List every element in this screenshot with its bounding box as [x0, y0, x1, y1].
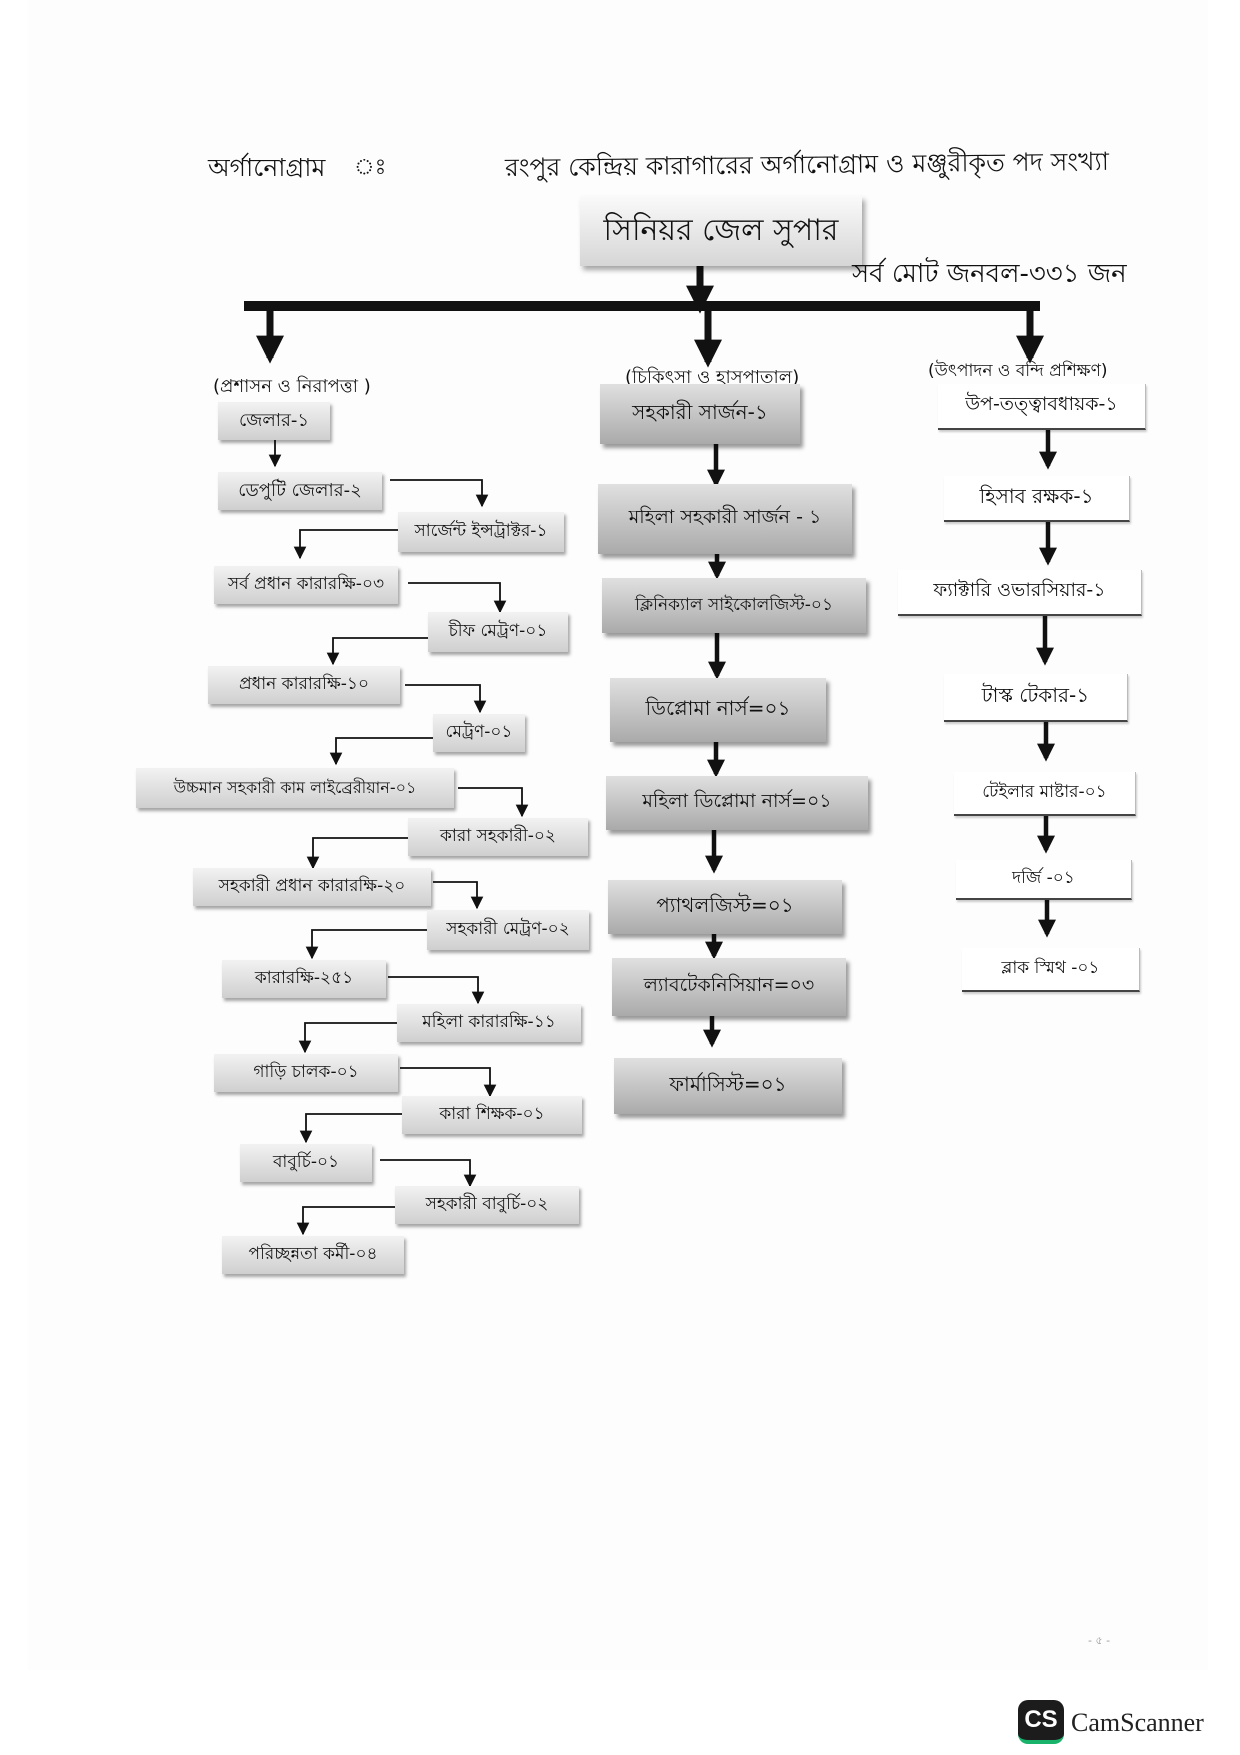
post-jail-assistant: কারা সহকারী-০২ [408, 818, 588, 856]
post-chief-head-warder: সর্ব প্রধান কারারক্ষি-০৩ [214, 566, 398, 604]
post-warder: কারারক্ষি-২৫১ [222, 960, 386, 998]
post-accountant: হিসাব রক্ষক-১ [944, 476, 1130, 522]
post-driver: গাড়ি চালক-০১ [214, 1054, 398, 1092]
post-chief-matron: চীফ মেট্রণ-০১ [428, 612, 568, 652]
post-uda-librarian: উচ্চমান সহকারী কাম লাইব্রেরীয়ান-০১ [136, 768, 454, 808]
total-manpower: সর্ব মোট জনবল-৩৩১ জন [852, 259, 1127, 289]
post-deputy-jailer: ডেপুটি জেলার-২ [218, 472, 382, 510]
branch-label-medical: (চিকিৎসা ও হাসপাতাল) [625, 367, 800, 388]
post-cook: বাবুর্চি-০১ [240, 1144, 372, 1182]
camscanner-brand: CamScanner [1071, 1708, 1204, 1737]
post-pathologist: প্যাথলজিস্ট=০১ [608, 880, 842, 934]
post-female-diploma-nurse: মহিলা ডিপ্লোমা নার্স=০১ [606, 776, 868, 830]
organogram-label: অর্গানোগ্রাম [208, 153, 326, 182]
post-jail-teacher: কারা শিক্ষক-০১ [402, 1096, 582, 1134]
post-blacksmith: ব্লাক স্মিথ -০১ [962, 948, 1140, 992]
post-pharmacist: ফার্মাসিস্ট=০১ [614, 1058, 842, 1114]
post-female-asst-surgeon: মহিলা সহকারী সার্জন - ১ [598, 484, 852, 554]
post-darzi: দর্জি -০১ [956, 860, 1132, 900]
header-separator: ঃ [354, 155, 387, 180]
post-tailor-master: টেইলার মাষ্টার-০১ [954, 772, 1136, 816]
post-head-warder: প্রধান কারারক্ষি-১০ [208, 666, 400, 704]
post-task-taker: টাস্ক টেকার-১ [944, 674, 1128, 722]
branch-label-admin: (প্রশাসন ও নিরাপত্তা ) [213, 376, 371, 397]
branch-label-production: (উৎপাদন ও বন্দি প্রশিক্ষণ) [928, 361, 1108, 381]
post-clinical-psychologist: ক্লিনিক্যাল সাইকোলজিস্ট-০১ [602, 578, 866, 633]
page-number: - ৫ - [1088, 1634, 1111, 1647]
post-asst-matron: সহকারী মেট্রণ-০২ [427, 910, 589, 950]
post-asst-surgeon: সহকারী সার্জন-১ [600, 384, 800, 444]
post-diploma-nurse: ডিপ্লোমা নার্স=০১ [610, 678, 826, 742]
post-matron: মেট্রণ-০১ [433, 714, 525, 752]
camscanner-logo-icon: CS [1018, 1700, 1064, 1744]
post-factory-overseer: ফ্যাক্টারি ওভারসিয়ার-১ [898, 570, 1142, 616]
scanned-page [28, 0, 1208, 1670]
post-cleaner: পরিচ্ছন্নতা কর্মী-০৪ [222, 1236, 404, 1274]
post-asst-head-warder: সহকারী প্রধান কারারক্ষি-২০ [193, 868, 431, 906]
root-senior-jail-super: সিনিয়র জেল সুপার [580, 196, 862, 266]
post-sergeant-instructor: সার্জেন্ট ইন্সট্রাক্টর-১ [398, 512, 564, 552]
post-deputy-superintendent: উপ-তত্ত্বাবধায়ক-১ [938, 384, 1146, 430]
post-lab-technician: ল্যাবটেকনিসিয়ান=০৩ [612, 958, 846, 1016]
post-asst-cook: সহকারী বাবুর্চি-০২ [395, 1186, 579, 1224]
post-jailer: জেলার-১ [218, 402, 330, 440]
page-title: রংপুর কেন্দ্রিয় কারাগারের অর্গানোগ্রাম … [504, 146, 1110, 183]
post-female-warder: মহিলা কারারক্ষি-১১ [397, 1004, 581, 1042]
